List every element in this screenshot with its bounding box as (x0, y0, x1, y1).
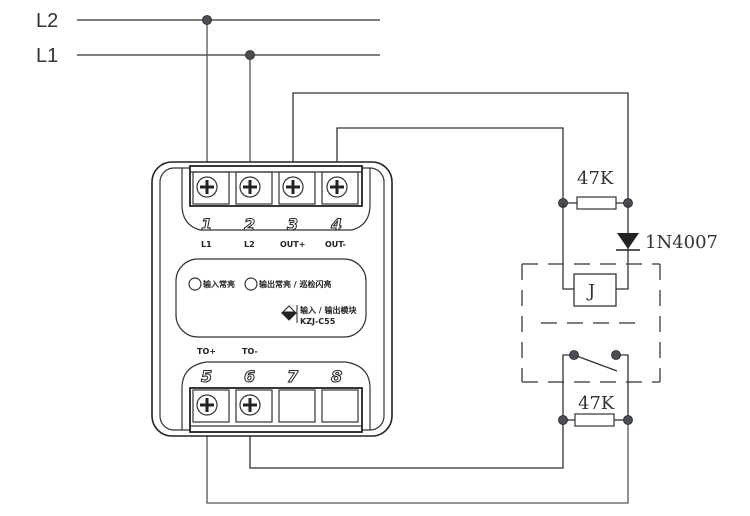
relay-enclosure (521, 263, 661, 383)
relay-coil-box (573, 273, 617, 307)
diode-label: 1N4007 (645, 232, 718, 253)
bus-label-l2: L2 (36, 10, 58, 32)
wire-out-plus (292, 92, 629, 203)
output-indicator-led (244, 277, 258, 291)
io-module: 1 2 3 4 L1 L2 OUT+ OUT- 输入常亮 输出常亮 / 巡检闪亮… (151, 161, 393, 437)
terminal-number: 4 (330, 215, 342, 234)
wire-coil-left (562, 203, 574, 290)
wire-to-plus (206, 420, 629, 504)
relay-coil-label: J (586, 281, 595, 302)
terminal-label: TO- (242, 347, 258, 356)
terminal-5[interactable] (192, 389, 230, 423)
output-indicator-label: 输出常亮 / 巡检闪亮 (259, 279, 332, 289)
terminal-label: L1 (201, 240, 212, 249)
resistor-body (576, 196, 617, 210)
terminal-number: 2 (244, 215, 255, 234)
terminal-label: TO+ (197, 347, 216, 356)
screw-cross-icon (286, 180, 300, 194)
module-model: KZJ-C55 (300, 317, 336, 326)
label-panel (175, 258, 367, 338)
terminal-cell (321, 389, 359, 423)
screw-cross-icon (200, 398, 214, 412)
screw-cross-icon (200, 180, 214, 194)
switch-arm (573, 354, 618, 372)
terminal-number: 8 (331, 367, 342, 386)
terminal-label: OUT- (325, 240, 346, 249)
screw-icon (239, 176, 261, 198)
screw-icon (326, 176, 348, 198)
terminal-cell (278, 389, 316, 423)
screw-cross-icon (330, 180, 344, 194)
terminal-6[interactable] (235, 389, 273, 423)
resistor-top-label: 47K (577, 168, 614, 189)
contact-wire-left (562, 354, 574, 420)
resistor-bottom-label: 47K (578, 393, 615, 414)
bus-label-l1: L1 (36, 45, 58, 67)
terminal-number: 7 (287, 367, 299, 386)
terminal-7[interactable] (278, 389, 316, 423)
resistor-top: 47K (558, 168, 633, 210)
junction-node (558, 415, 568, 425)
terminal-number: 3 (287, 215, 298, 234)
junction-node (623, 415, 633, 425)
contact-node (569, 350, 579, 360)
relay-contact (562, 350, 629, 420)
terminal-number: 1 (201, 215, 212, 234)
terminal-label: L2 (244, 240, 255, 249)
screw-icon (196, 394, 218, 416)
terminal-label: OUT+ (280, 240, 305, 249)
screw-icon (282, 176, 304, 198)
junction-node (245, 50, 255, 60)
diode-icon (617, 233, 639, 249)
bus-l1: L1 (36, 45, 380, 67)
screw-icon (239, 394, 261, 416)
terminal-cell (192, 389, 230, 423)
diode: 1N4007 (616, 232, 718, 253)
terminal-4[interactable] (321, 171, 359, 205)
terminal-cell (235, 389, 273, 423)
bottom-terminal-block (189, 387, 363, 433)
screw-cross-icon (243, 180, 257, 194)
wire-out-minus (336, 127, 564, 203)
brand-logo-icon (281, 305, 298, 323)
contact-wire-right (616, 354, 629, 420)
wire-coil-right (616, 203, 629, 290)
top-terminal-recess (181, 168, 371, 231)
module-name: 输入 / 输出模块 (300, 305, 357, 315)
screw-icon (196, 176, 218, 198)
wire-to-minus (249, 420, 564, 469)
terminal-number: 5 (201, 367, 212, 386)
relay-coil: J (573, 273, 617, 307)
terminal-8[interactable] (321, 389, 359, 423)
input-indicator-led (188, 277, 202, 291)
screw-cross-icon (243, 398, 257, 412)
bus-l2: L2 (36, 10, 380, 32)
junction-node (202, 15, 212, 25)
resistor-body (574, 413, 615, 427)
bottom-terminal-recess (181, 361, 371, 430)
resistor-bottom: 47K (558, 393, 633, 427)
terminal-number: 6 (244, 367, 255, 386)
input-indicator-label: 输入常亮 (203, 279, 235, 289)
contact-node (611, 350, 621, 360)
